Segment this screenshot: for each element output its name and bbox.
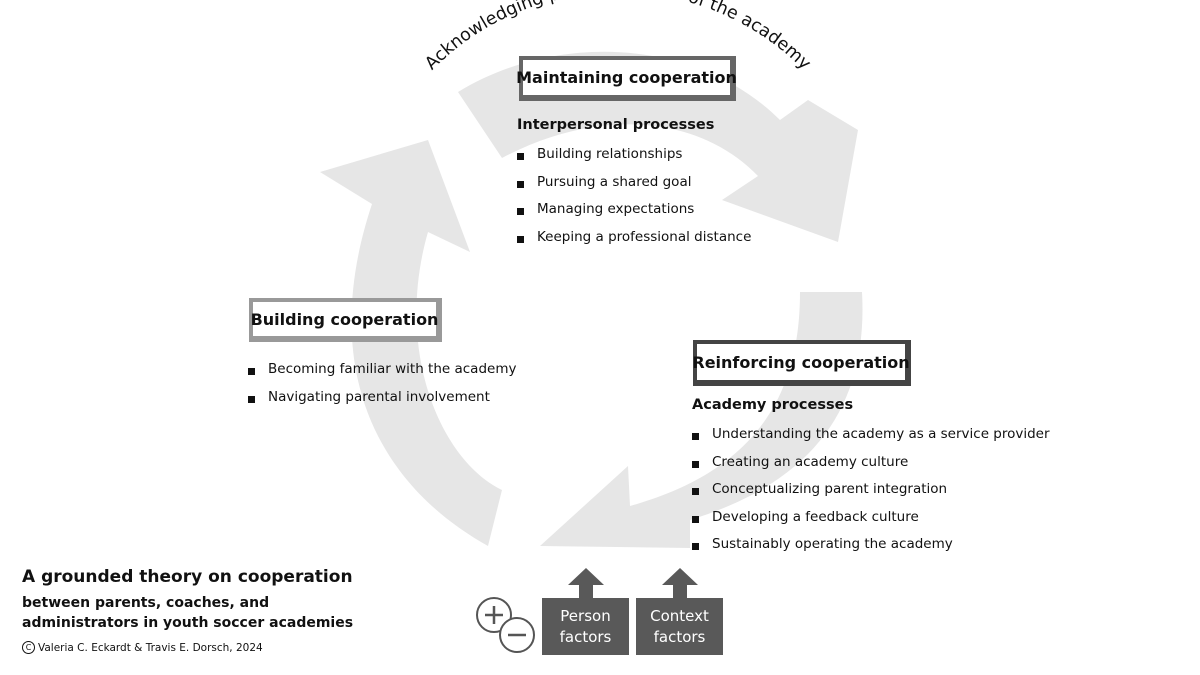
person-factors-box: Person factors <box>542 598 629 655</box>
theory-title: A grounded theory on cooperation <box>22 567 353 587</box>
reinforcing-title: Reinforcing cooperation <box>692 352 910 372</box>
cycle-arrow-left <box>320 140 502 546</box>
interpersonal-processes-list: Building relationships Pursuing a shared… <box>517 146 751 256</box>
maintaining-cooperation-box: Maintaining cooperation <box>516 56 737 101</box>
academy-processes-heading: Academy processes <box>692 397 854 413</box>
list-item: Keeping a professional distance <box>517 229 751 257</box>
up-arrow-icon <box>662 568 698 598</box>
subtitle-line: between parents, coaches, and <box>22 595 270 611</box>
list-item: Conceptualizing parent integration <box>692 481 1050 509</box>
context-factors-box: Context factors <box>636 598 723 655</box>
list-item: Pursuing a shared goal <box>517 174 751 202</box>
academy-processes-list: Understanding the academy as a service p… <box>692 426 1050 564</box>
maintaining-title: Maintaining cooperation <box>516 68 737 87</box>
person-factors-line2: factors <box>559 627 612 646</box>
context-factors-line1: Context <box>650 606 709 625</box>
list-item: Building relationships <box>517 146 751 174</box>
list-item: Creating an academy culture <box>692 454 1050 482</box>
list-item: Navigating parental involvement <box>248 389 516 417</box>
building-list: Becoming familiar with the academy Navig… <box>248 361 516 416</box>
building-cooperation-box: Building cooperation <box>249 298 442 342</box>
reinforcing-cooperation-box: Reinforcing cooperation <box>692 340 911 386</box>
minus-circle-icon <box>499 617 535 653</box>
context-factors-line2: factors <box>653 627 706 646</box>
plus-circle-icon <box>476 597 512 633</box>
theory-subtitle: between parents, coaches, and administra… <box>22 593 382 633</box>
person-factors-line1: Person <box>560 606 611 625</box>
building-title: Building cooperation <box>250 309 439 329</box>
credit-line: C Valeria C. Eckardt & Travis E. Dorsch,… <box>22 641 263 654</box>
list-item: Managing expectations <box>517 201 751 229</box>
list-item: Sustainably operating the academy <box>692 536 1050 564</box>
subtitle-line: administrators in youth soccer academies <box>22 615 354 631</box>
list-item: Developing a feedback culture <box>692 509 1050 537</box>
up-arrow-icon <box>568 568 604 598</box>
list-item: Becoming familiar with the academy <box>248 361 516 389</box>
copyright-icon: C <box>22 641 35 654</box>
credit-text: Valeria C. Eckardt & Travis E. Dorsch, 2… <box>38 641 263 654</box>
interpersonal-processes-heading: Interpersonal processes <box>517 117 715 133</box>
cycle-arrow-right <box>540 292 863 548</box>
list-item: Understanding the academy as a service p… <box>692 426 1050 454</box>
